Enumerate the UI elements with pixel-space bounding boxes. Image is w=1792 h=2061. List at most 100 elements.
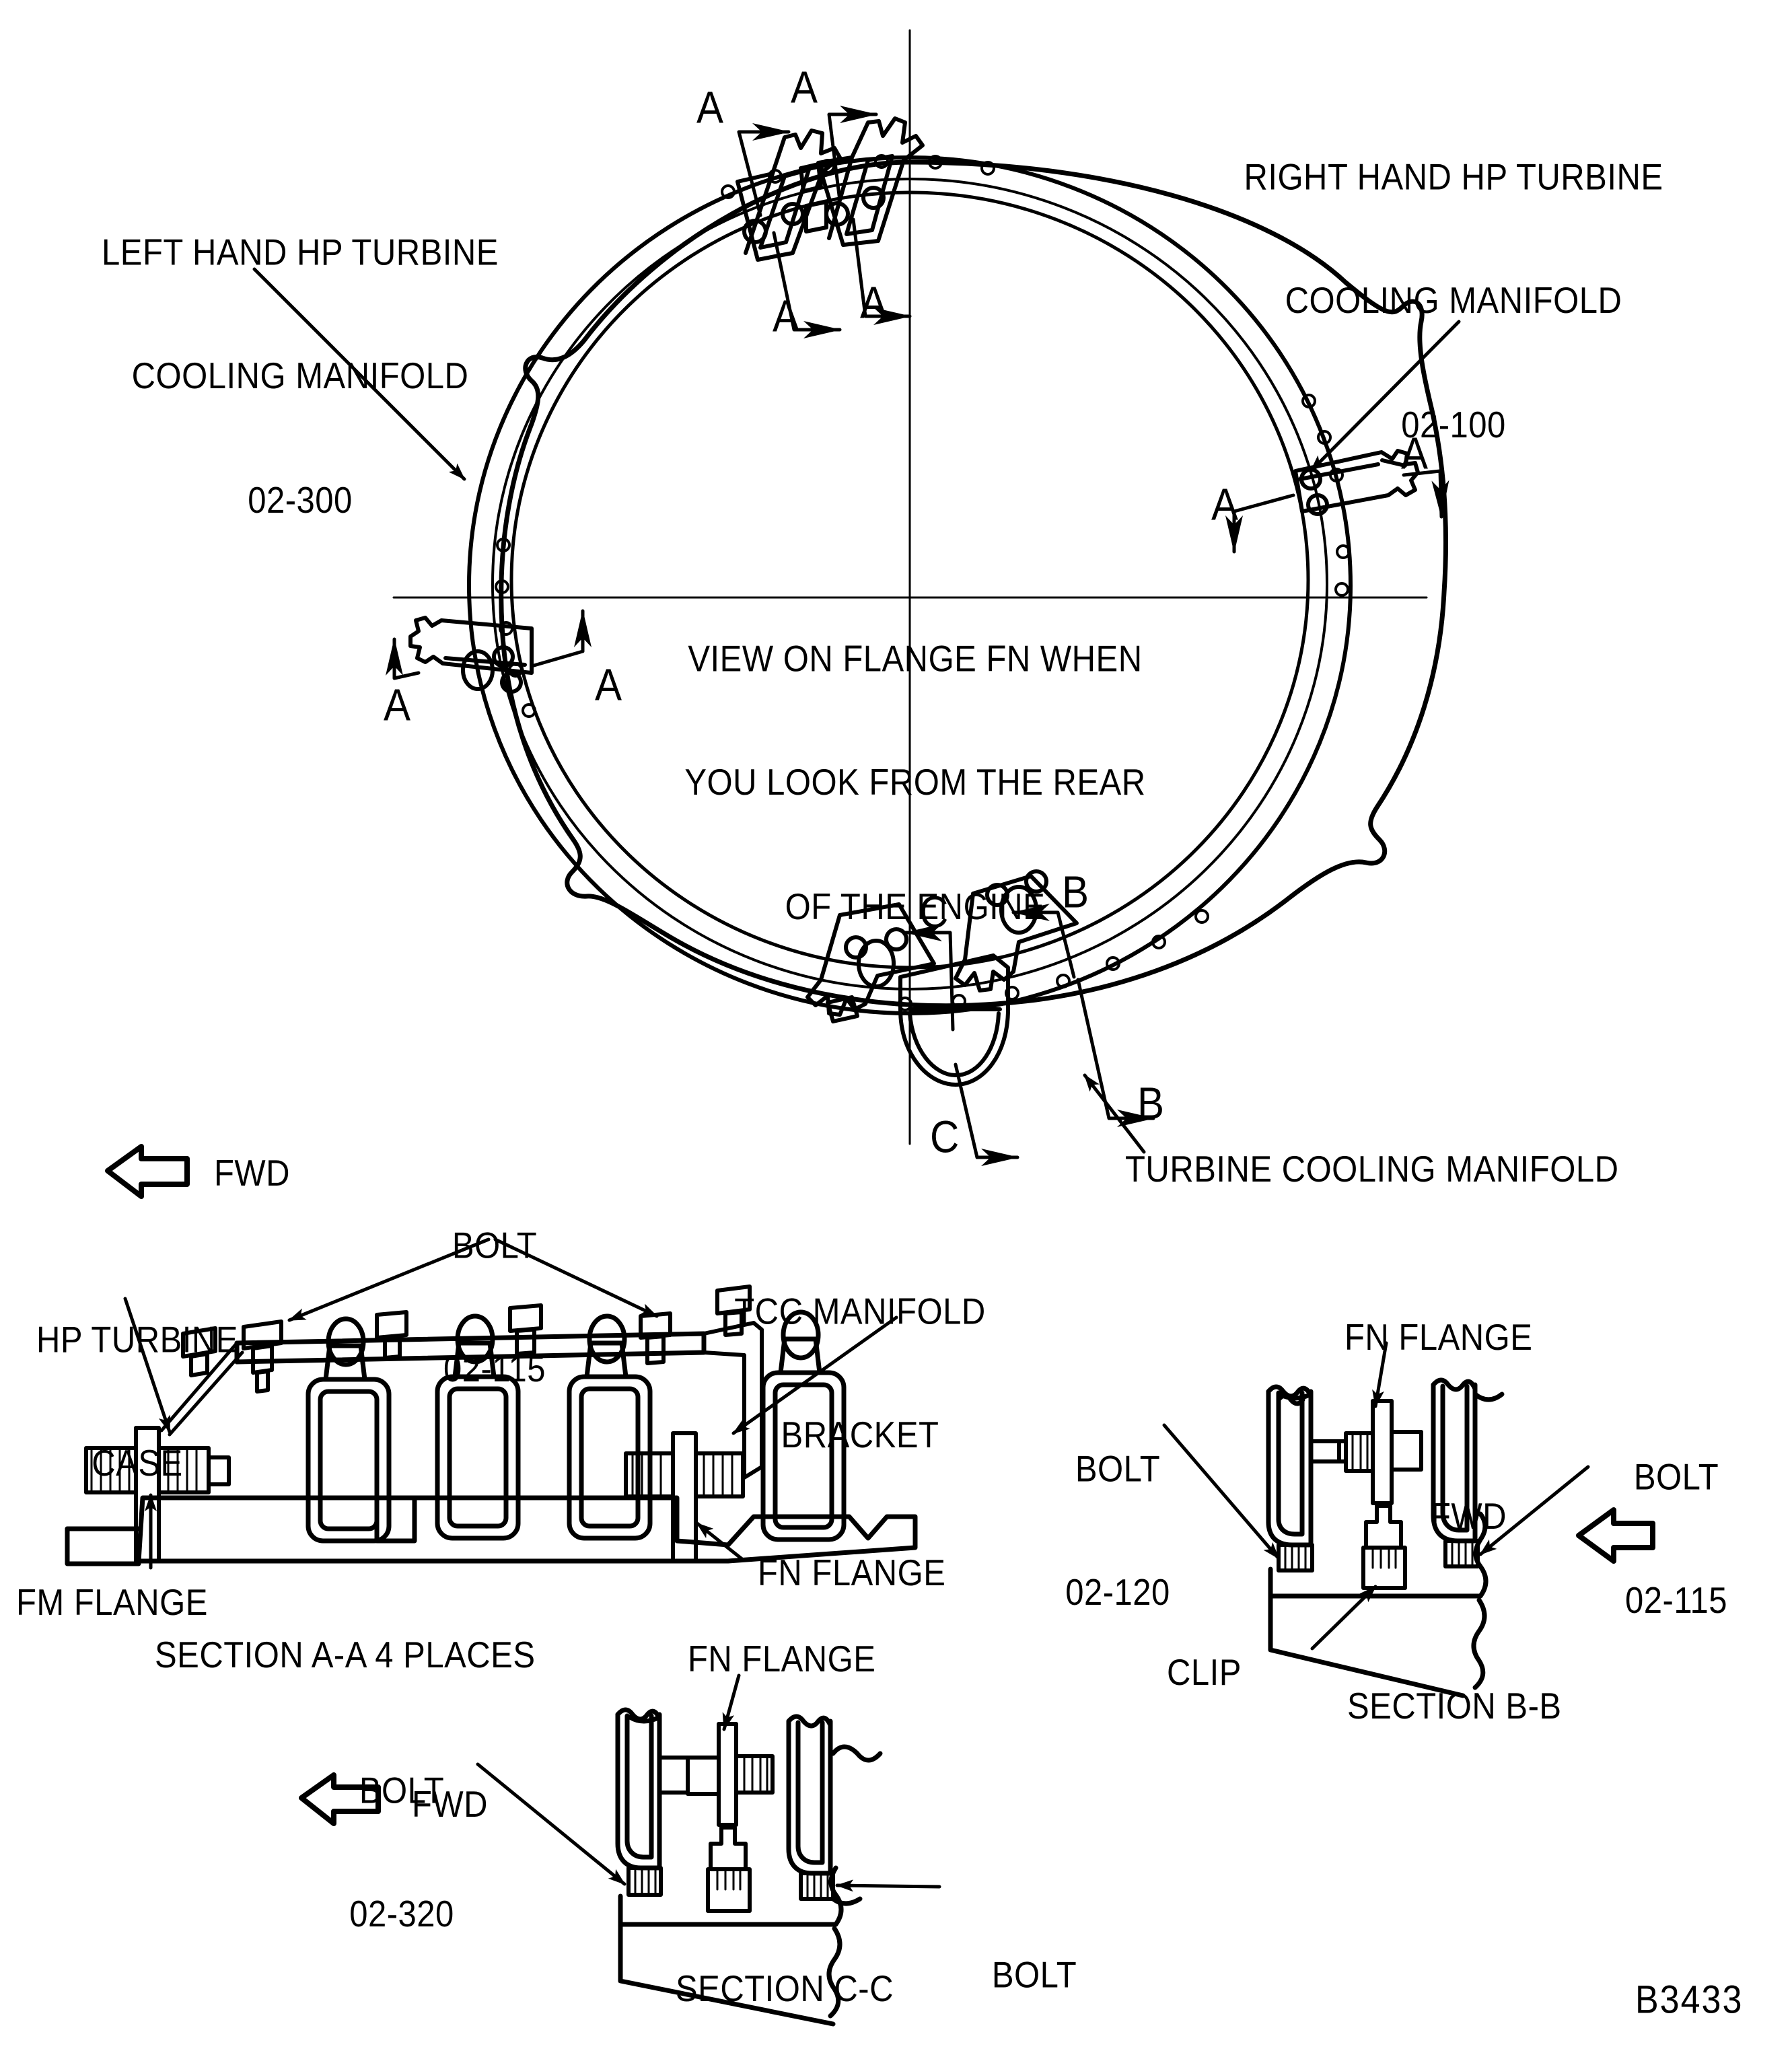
callout-fn-flange-aa: FN FLANGE xyxy=(758,1553,946,1594)
leader-turbine-cooling-manifold xyxy=(1083,1073,1146,1154)
fwd-label-cc: FWD xyxy=(412,1784,489,1825)
fwd-label-bb: FWD xyxy=(1431,1496,1507,1538)
bolt-stack-5 xyxy=(715,1285,752,1337)
callout-bolt-02115-bb: BOLT 02-115 xyxy=(1579,1374,1774,1705)
figure-id: B3433 xyxy=(1635,1978,1744,2022)
section-aa-title: SECTION A-A 4 PLACES xyxy=(155,1635,536,1676)
bb-bolt-left-head xyxy=(1277,1543,1314,1572)
callout-bolt-02115-aa: BOLT 02-115 xyxy=(397,1143,592,1474)
turbine-cooling-manifold-boss xyxy=(898,953,1010,1087)
callout-left-manifold-line2: COOLING MANIFOLD xyxy=(131,356,469,397)
bb-tube-left xyxy=(1266,1384,1314,1548)
cc-bolt-left-head xyxy=(626,1866,663,1897)
hp-turbine-case-section xyxy=(65,1495,918,1566)
bolt-stack-3 xyxy=(508,1303,543,1356)
section-marker-a-top-left-down: A xyxy=(773,291,800,342)
centre-lines xyxy=(392,29,1428,1145)
cc-case-wall xyxy=(618,1714,883,2027)
cc-clip xyxy=(706,1825,752,1913)
centre-note-line3: OF THE ENGINE xyxy=(785,886,1046,928)
centre-note: VIEW ON FLANGE FN WHEN YOU LOOK FROM THE… xyxy=(633,556,1198,1011)
leader-right-manifold xyxy=(1309,320,1461,473)
callout-bolt-02115-cc-line1: BOLT xyxy=(991,1954,1077,1996)
leader-cc-fn-flange xyxy=(722,1673,741,1731)
section-a-arrow-right-outer xyxy=(1402,469,1449,519)
callout-tcc-bracket-line1: TCC MANIFOLD xyxy=(734,1291,986,1332)
callout-hp-turbine-case-line1: HP TURBINE xyxy=(36,1319,238,1361)
callout-left-manifold-line1: LEFT HAND HP TURBINE xyxy=(102,231,499,273)
section-marker-a-right-outer: A xyxy=(1401,428,1429,479)
callout-left-manifold: LEFT HAND HP TURBINE COOLING MANIFOLD 02… xyxy=(65,149,536,604)
callout-bolt-02120-bb-line1: BOLT xyxy=(1075,1448,1161,1490)
bracket-bottom-left xyxy=(805,902,936,1023)
fwd-label-aa: FWD xyxy=(214,1153,291,1194)
flange-band-inner xyxy=(491,178,1328,990)
leader-fn-flange-aa xyxy=(695,1521,745,1562)
section-marker-b-upper: B xyxy=(1062,867,1089,918)
cc-bolt-right-head xyxy=(799,1871,835,1901)
leader-tcc-bracket xyxy=(731,1315,898,1435)
callout-left-manifold-line3: 02-300 xyxy=(248,480,353,521)
bb-clip xyxy=(1361,1504,1407,1590)
bolt-stack-4 xyxy=(639,1311,672,1365)
section-b-arrow-lower xyxy=(1076,978,1155,1127)
section-marker-a-right-inner: A xyxy=(1211,479,1239,530)
bracket-top-right xyxy=(799,116,925,247)
callout-right-manifold-line2: COOLING MANIFOLD xyxy=(1285,281,1622,322)
leader-left-manifold xyxy=(252,267,466,481)
centre-note-line2: YOU LOOK FROM THE REAR xyxy=(684,762,1146,803)
section-a-arrow-top-left-up xyxy=(737,123,791,217)
fm-flange-section xyxy=(84,1426,231,1563)
cc-tube-right xyxy=(786,1714,833,1876)
callout-right-manifold-line1: RIGHT HAND HP TURBINE xyxy=(1244,156,1663,198)
callout-bolt-02320-cc: BOLT 02-320 xyxy=(304,1688,499,2019)
callout-bolt-02115-aa-line1: BOLT xyxy=(452,1225,538,1266)
manifold-tube-3 xyxy=(567,1313,653,1541)
leader-bb-bolt-left xyxy=(1162,1423,1281,1560)
bb-bolt-right-head xyxy=(1443,1539,1480,1568)
callout-bolt-02120-bb: BOLT 02-120 xyxy=(1020,1366,1215,1697)
callout-turbine-cooling-manifold: TURBINE COOLING MANIFOLD xyxy=(1125,1149,1619,1190)
bracket-left xyxy=(408,616,534,694)
leader-bb-bolt-right xyxy=(1478,1465,1590,1556)
callout-tcc-bracket-line2: BRACKET xyxy=(781,1415,939,1456)
callout-right-manifold-line3: 02-100 xyxy=(1401,404,1506,446)
centre-note-line1: VIEW ON FLANGE FN WHEN xyxy=(688,638,1143,680)
section-a-arrow-left-outer xyxy=(386,637,421,680)
callout-bolt-02115-cc: BOLT 02-115 xyxy=(937,1872,1132,2061)
callout-bolt-02115-aa-line2: 02-115 xyxy=(443,1349,546,1390)
section-marker-a-top-left-up: A xyxy=(696,82,724,133)
leader-bb-fn-flange xyxy=(1372,1341,1388,1408)
section-marker-c-lower: C xyxy=(930,1112,960,1163)
leader-bolt-02115-aa-right xyxy=(493,1237,659,1318)
callout-tcc-manifold-bracket: TCC MANIFOLD BRACKET xyxy=(719,1208,1001,1540)
section-cc-drawing xyxy=(299,1673,941,2027)
bolt-stack-1 xyxy=(181,1319,283,1394)
section-c-arrow-lower xyxy=(954,1062,1019,1166)
section-aa-drawing xyxy=(65,1144,918,1570)
callout-bolt-02320-cc-line2: 02-320 xyxy=(349,1894,454,1935)
section-marker-a-left-inner: A xyxy=(595,659,622,711)
section-a-arrow-top-right-up xyxy=(827,106,878,203)
section-marker-a-left-outer: A xyxy=(384,680,411,731)
manifold-tube-2 xyxy=(435,1313,521,1541)
callout-bolt-02115-bb-line1: BOLT xyxy=(1633,1456,1719,1498)
callout-clip-bb: CLIP xyxy=(1167,1653,1242,1694)
section-a-arrow-left-inner xyxy=(530,609,592,668)
leader-bolt-02115-aa-left xyxy=(287,1237,491,1322)
fwd-arrow-cc xyxy=(299,1772,381,1826)
case-leader-line xyxy=(159,1341,244,1437)
leader-cc-bolt-left xyxy=(476,1762,626,1886)
section-a-arrow-right-inner xyxy=(1225,493,1295,554)
section-c-arrow-upper xyxy=(904,924,955,1032)
callout-fm-flange-aa: FM FLANGE xyxy=(16,1583,208,1624)
section-a-arrow-top-left-down xyxy=(772,231,842,338)
cc-tube-left xyxy=(615,1707,662,1871)
tcc-bracket-arm xyxy=(702,1321,764,1480)
leader-hp-turbine-case xyxy=(123,1297,172,1434)
callout-hp-turbine-case: HP TURBINE CASE xyxy=(16,1237,258,1568)
section-marker-a-top-right-down: A xyxy=(860,277,888,328)
callout-bolt-02120-bb-line2: 02-120 xyxy=(1065,1572,1170,1614)
